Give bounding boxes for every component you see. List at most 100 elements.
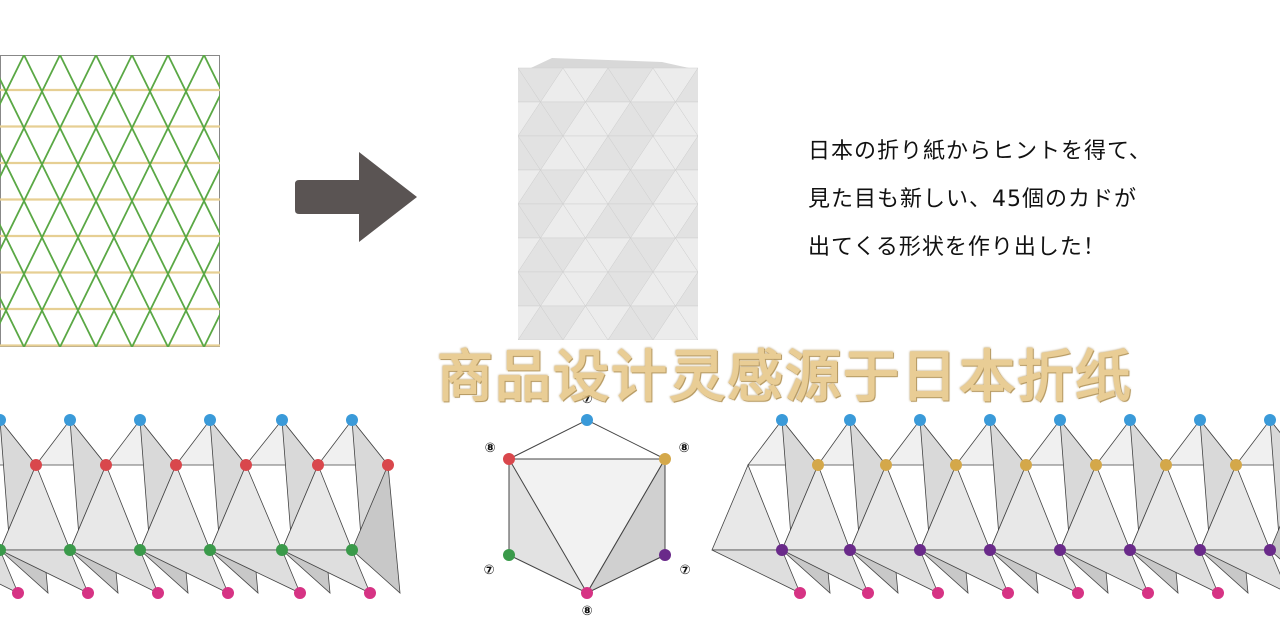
strip-facet [139, 549, 229, 594]
strip-node [812, 459, 824, 471]
pattern-diagonal-line [0, 223, 61, 347]
strip-node [1020, 459, 1032, 471]
pattern-diagonal-line [0, 55, 133, 325]
hexagon-cross-section-diagram: ⑦ ⑧ ⑧ ⑦ ⑦ ⑧ [483, 395, 690, 619]
strip-node [862, 587, 874, 599]
caption-line-3: 出てくる形状を作り出した！ [808, 235, 1106, 260]
strip-node [950, 459, 962, 471]
strip-node [984, 414, 996, 426]
strip-node [984, 544, 996, 556]
strip-node [1054, 414, 1066, 426]
right-arrow-icon [295, 152, 417, 242]
strip-node [0, 414, 6, 426]
vase-mask-right [698, 58, 704, 348]
strip-node [364, 587, 376, 599]
strip-facet [849, 549, 939, 594]
strip-node [1230, 459, 1242, 471]
strip-node [100, 459, 112, 471]
label-upper-right: ⑧ [678, 441, 689, 456]
strip-facet [1235, 419, 1280, 466]
pattern-diagonal-line [59, 55, 205, 347]
strip-node [914, 544, 926, 556]
strip-facet [1269, 418, 1280, 551]
strip-facet [281, 549, 371, 594]
strip-node [1054, 544, 1066, 556]
strip-node [152, 587, 164, 599]
strip-node [276, 414, 288, 426]
fold-diagrams: ⑦ ⑧ ⑧ ⑦ ⑦ ⑧ [0, 395, 1280, 619]
strip-node [134, 544, 146, 556]
strip-node [776, 414, 788, 426]
strip-facet [711, 463, 783, 551]
strip-node [312, 459, 324, 471]
strip-node [240, 459, 252, 471]
hexagon-facet [585, 457, 666, 595]
strip-node [1124, 414, 1136, 426]
hexagon-node-ul [503, 453, 515, 465]
strip-facet [1199, 549, 1280, 590]
strip-node [222, 587, 234, 599]
strip-facet [919, 549, 1009, 594]
label-top: ⑦ [581, 395, 592, 407]
pattern-diagonal-line [167, 55, 220, 163]
label-lower-right: ⑦ [679, 563, 690, 578]
strip-node [170, 459, 182, 471]
pattern-diagonal-line [0, 55, 97, 252]
strip-node [1142, 587, 1154, 599]
strip-facet [209, 549, 301, 594]
strip-node [1194, 544, 1206, 556]
left-fold-strip-diagram [0, 414, 401, 599]
strip-node [64, 414, 76, 426]
description-caption: 日本の折り紙からヒントを得て、 見た目も新しい、45個のカドが 出てくる形状を作… [808, 128, 1248, 272]
right-fold-strip-diagram [711, 414, 1280, 599]
hexagon-node-bot [581, 587, 593, 599]
label-bottom: ⑧ [581, 604, 592, 619]
vase-mask-bottom [512, 340, 704, 348]
strip-facet [711, 549, 801, 594]
pattern-diagonal-line [0, 55, 61, 179]
strip-node [776, 544, 788, 556]
hexagon-node-ll [503, 549, 515, 561]
pattern-diagonal-line [131, 166, 220, 347]
label-upper-left: ⑧ [484, 441, 495, 456]
strip-facet [1129, 549, 1219, 594]
hexagon-node-ur [659, 453, 671, 465]
strip-facet [781, 549, 869, 594]
strip-node [64, 544, 76, 556]
strip-node [134, 414, 146, 426]
strip-node [1002, 587, 1014, 599]
strip-node [276, 544, 288, 556]
strip-node [844, 414, 856, 426]
strip-facet [1059, 549, 1149, 594]
pattern-diagonal-line [23, 55, 169, 347]
strip-node [294, 587, 306, 599]
pattern-border [0, 55, 220, 347]
strip-node [1160, 459, 1172, 471]
label-lower-left: ⑦ [483, 563, 494, 578]
strip-node [1264, 414, 1276, 426]
hexagon-node-lr [659, 549, 671, 561]
vase-mask-left [512, 58, 518, 348]
strip-node [844, 544, 856, 556]
caption-line-2: 見た目も新しい、45個のカドが [808, 187, 1137, 212]
triangular-fold-pattern [0, 55, 220, 347]
arrow-shape [295, 152, 417, 242]
strip-node [346, 414, 358, 426]
strip-node [794, 587, 806, 599]
strip-node [1090, 459, 1102, 471]
origami-vase-illustration [512, 58, 704, 348]
strip-node [1212, 587, 1224, 599]
strip-node [382, 459, 394, 471]
strip-node [204, 544, 216, 556]
strip-node [12, 587, 24, 599]
strip-node [914, 414, 926, 426]
strip-node [1194, 414, 1206, 426]
strip-node [932, 587, 944, 599]
strip-node [204, 414, 216, 426]
strip-node [82, 587, 94, 599]
hexagon-node-top [581, 414, 593, 426]
caption-line-1: 日本の折り紙からヒントを得て、 [808, 139, 1152, 164]
pattern-diagonal-line [167, 239, 220, 347]
pattern-diagonal-line [95, 93, 220, 347]
strip-node [1072, 587, 1084, 599]
